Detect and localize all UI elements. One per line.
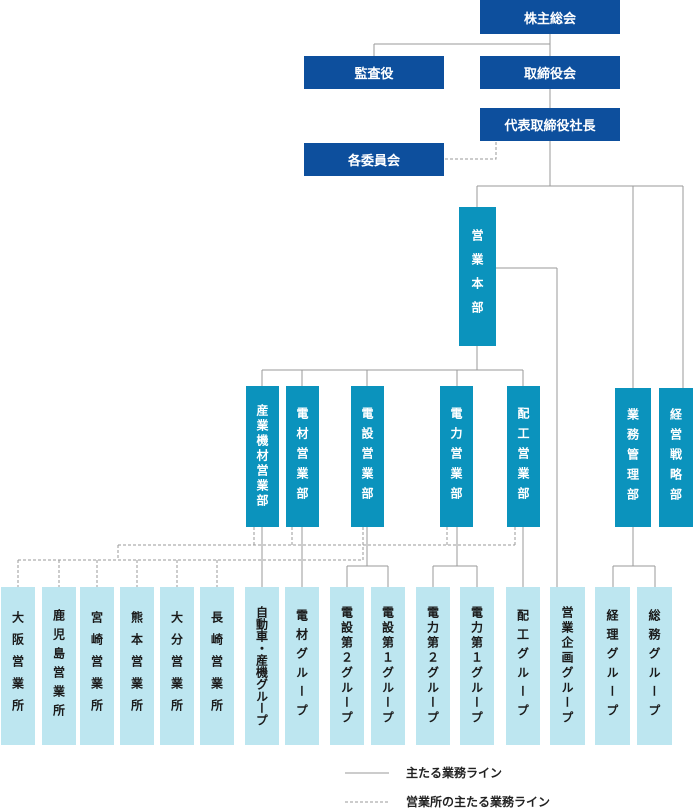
group-densetsu1-box: 電設第１グループ: [371, 587, 405, 745]
president-box: 代表取締役社長: [480, 108, 620, 141]
group-auto-box: 自動車・産機グループ: [245, 587, 279, 745]
electric-materials-dept-box: 電材営業部: [286, 386, 319, 527]
strategy-dept-label: 経営戦略部: [668, 407, 683, 508]
office-kumamoto-label: 熊本営業所: [129, 611, 144, 721]
committees-label: 各委員会: [347, 154, 400, 169]
group-haiko-label: 配工グループ: [515, 609, 530, 723]
group-general-box: 総務グループ: [637, 587, 672, 745]
committees-box: 各委員会: [304, 143, 444, 176]
electric-power-dept-box: 電力営業部: [440, 386, 473, 527]
group-general-label: 総務グループ: [647, 609, 661, 723]
office-nagasaki-box: 長崎営業所: [200, 587, 234, 745]
office-oita-label: 大分営業所: [169, 611, 184, 721]
group-denryoku2-label: 電力第２グループ: [425, 606, 440, 726]
construction-dept-box: 配工営業部: [507, 386, 540, 527]
office-kumamoto-box: 熊本営業所: [120, 587, 154, 745]
office-oita-box: 大分営業所: [160, 587, 194, 745]
board-label: 取締役会: [523, 67, 576, 82]
office-osaka-label: 大阪営業所: [10, 611, 25, 721]
business-mgmt-dept-label: 業務管理部: [625, 407, 640, 508]
electric-power-dept-label: 電力営業部: [449, 406, 463, 507]
auditor-label: 監査役: [354, 67, 394, 82]
office-miyazaki-box: 宮崎営業所: [80, 587, 114, 745]
legend-solid-label: 主たる業務ライン: [406, 766, 503, 780]
group-accounting-box: 経理グループ: [595, 587, 630, 745]
group-accounting-label: 経理グループ: [605, 609, 619, 723]
group-planning-box: 営業企画グループ: [550, 587, 585, 745]
office-kagoshima-label: 鹿児島営業所: [51, 609, 66, 723]
group-densetsu2-box: 電設第２グループ: [330, 587, 364, 745]
office-nagasaki-label: 長崎営業所: [209, 611, 224, 721]
sales-hq-label: 営業本部: [470, 228, 484, 325]
group-denzai-box: 電材グループ: [285, 587, 319, 745]
auditor-box: 監査役: [304, 56, 444, 89]
legend-dashed-label: 営業所の主たる業務ライン: [406, 795, 551, 809]
group-auto-label: 自動車・産機グループ: [254, 606, 269, 726]
shareholders-meeting-box: 株主総会: [480, 0, 620, 34]
group-haiko-box: 配工グループ: [506, 587, 540, 745]
industrial-dept-box: 産業機材営業部: [246, 386, 279, 527]
strategy-dept-box: 経営戦略部: [659, 388, 693, 527]
business-mgmt-dept-box: 業務管理部: [615, 388, 651, 527]
group-denzai-label: 電材グループ: [294, 609, 309, 723]
construction-dept-label: 配工営業部: [516, 406, 530, 507]
shareholders-meeting-label: 株主総会: [523, 11, 576, 27]
electric-equipment-dept-box: 電設営業部: [351, 386, 384, 527]
industrial-dept-label: 産業機材営業部: [255, 404, 269, 509]
office-miyazaki-label: 宮崎営業所: [89, 611, 104, 721]
group-planning-label: 営業企画グループ: [560, 606, 574, 726]
group-densetsu1-label: 電設第１グループ: [380, 606, 395, 726]
board-box: 取締役会: [480, 56, 620, 89]
office-kagoshima-box: 鹿児島営業所: [42, 587, 76, 745]
group-densetsu2-label: 電設第２グループ: [339, 606, 354, 726]
electric-equipment-dept-label: 電設営業部: [360, 406, 374, 507]
office-osaka-box: 大阪営業所: [1, 587, 35, 745]
group-denryoku2-box: 電力第２グループ: [416, 587, 450, 745]
electric-materials-dept-label: 電材営業部: [295, 406, 309, 507]
president-label: 代表取締役社長: [504, 119, 596, 134]
sales-hq-box: 営業本部: [459, 207, 496, 346]
group-denryoku1-label: 電力第１グループ: [469, 606, 484, 726]
group-denryoku1-box: 電力第１グループ: [460, 587, 494, 745]
